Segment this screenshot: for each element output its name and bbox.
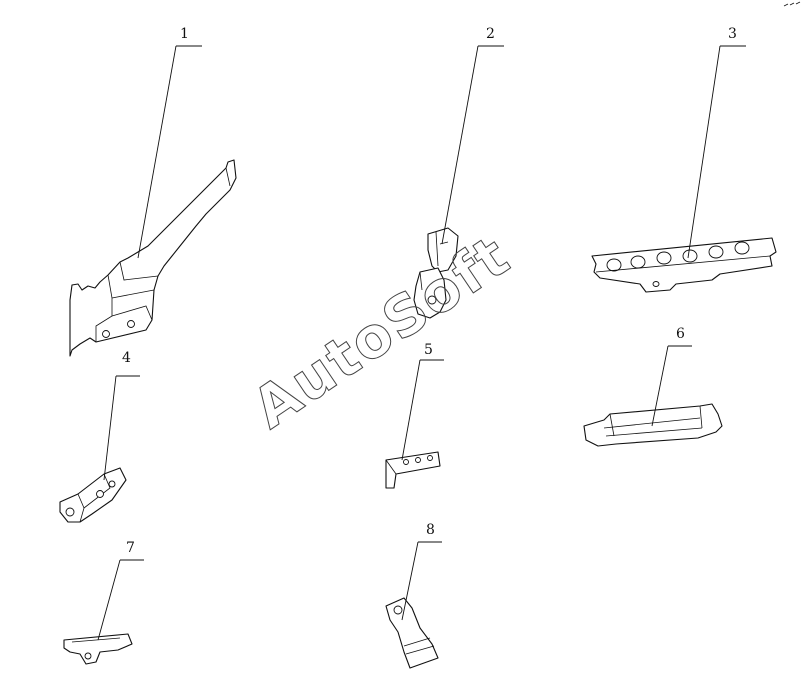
callout-8-label: 8 (426, 522, 435, 538)
callout-7: 7 (97, 540, 144, 641)
corner-mark (783, 1, 801, 7)
part-3-perforated-plate (591, 237, 777, 293)
part-2-clip (413, 227, 459, 319)
callout-3: 3 (687, 26, 746, 259)
callout-5: 5 (401, 342, 444, 461)
part-7-small-clip (63, 633, 133, 665)
part-8-tab-clip (385, 597, 439, 669)
callout-6: 6 (651, 326, 692, 427)
part-6-channel-bar (583, 403, 723, 447)
callout-1: 1 (137, 26, 202, 259)
part-4-angle-bracket (59, 467, 127, 523)
callout-6-label: 6 (676, 326, 685, 342)
part-5-l-bracket (385, 451, 441, 489)
watermark: AutoSoft (241, 223, 521, 442)
callout-1-label: 1 (180, 26, 189, 42)
callout-5-label: 5 (424, 342, 433, 358)
callout-4: 4 (103, 350, 140, 481)
callout-2-label: 2 (486, 26, 495, 42)
part-1-bracket (69, 159, 237, 357)
callout-8: 8 (401, 522, 442, 621)
callout-3-label: 3 (728, 26, 737, 42)
callout-4-label: 4 (122, 350, 131, 366)
callout-2: 2 (441, 26, 504, 245)
callout-7-label: 7 (126, 540, 135, 556)
